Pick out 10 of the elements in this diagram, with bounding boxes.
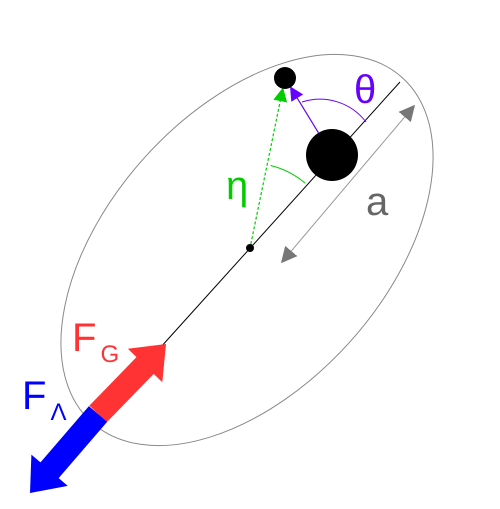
force-label: F$_{G}$	[72, 318, 120, 367]
body-circle	[274, 67, 296, 89]
arrow	[250, 87, 288, 244]
arrow	[290, 86, 319, 134]
angle-label: η	[226, 166, 248, 206]
angle-label: θ	[354, 70, 376, 110]
length-label: a	[366, 182, 388, 222]
force-label: F$_{Λ}$	[22, 376, 66, 425]
center-dot	[246, 244, 254, 252]
body-circle	[306, 129, 358, 181]
